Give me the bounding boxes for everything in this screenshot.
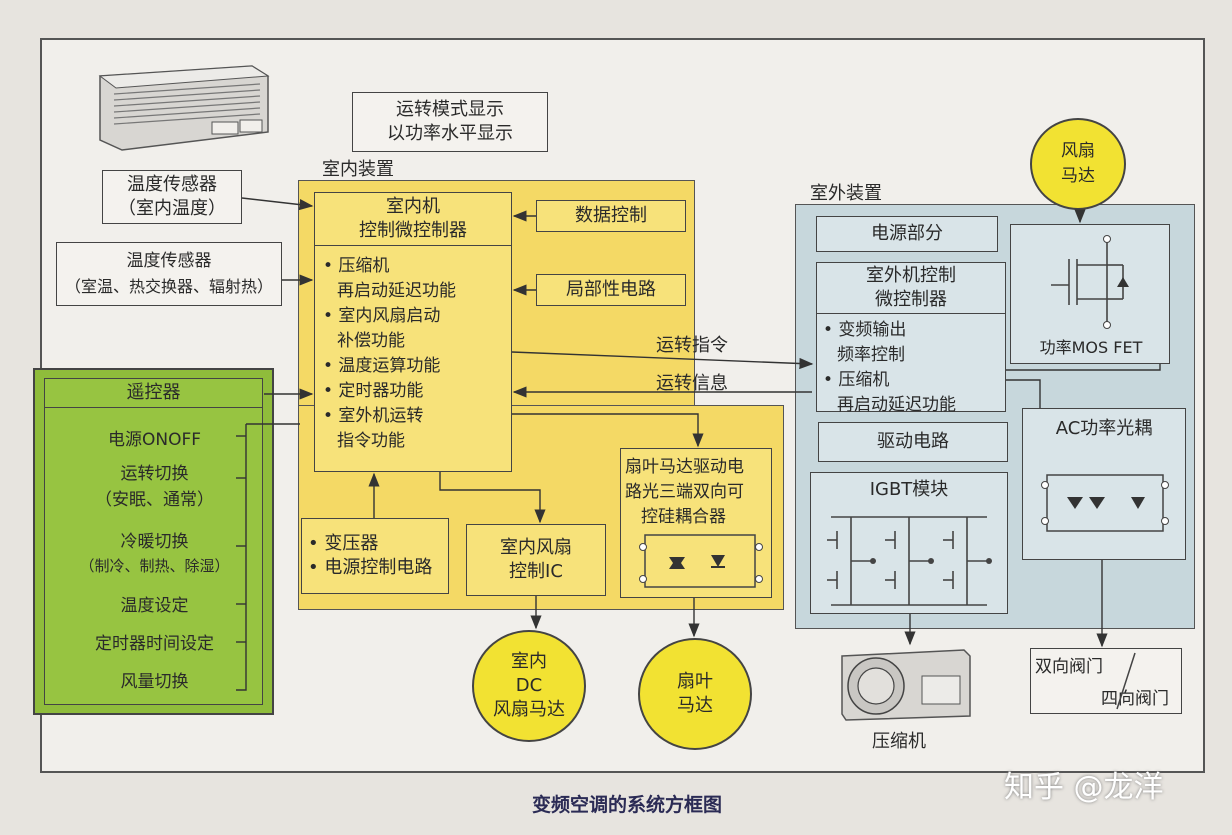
outdoor-func-1: • 变频输出 (823, 320, 907, 340)
indoor-func-4: 补偿功能 (337, 331, 405, 351)
igbt-bridge-symbol (827, 516, 992, 606)
indoor-dc-fan-motor: 室内 DC 风扇马达 (472, 630, 586, 742)
triac-line3: 控硅耦合器 (641, 507, 726, 527)
dc-fan-line2: DC (515, 675, 543, 696)
outdoor-controller-functions: • 变频输出 频率控制 • 压缩机 再启动延迟功能 (817, 314, 1005, 418)
fan-motor-top-line2: 马达 (1061, 166, 1095, 186)
remote-item-fanspeed: 风量切换 (120, 672, 189, 692)
fan-ic-line1: 室内风扇 (500, 537, 572, 558)
two-way-valve-label: 双向阀门 (1035, 657, 1103, 677)
sensor1-line1: 温度传感器 (127, 174, 217, 195)
outdoor-func-2: 频率控制 (837, 345, 905, 365)
indoor-fan-ic-box: 室内风扇 控制IC (466, 524, 606, 596)
ac-coupler-symbol (1041, 474, 1169, 532)
sensor1-line2: （室内温度） (118, 198, 226, 219)
indoor-func-6: • 定时器功能 (323, 381, 424, 401)
local-circuit-label: 局部性电路 (566, 279, 656, 300)
mosfet-box: 功率MOS FET (1010, 224, 1170, 364)
remote-item-temp: 温度设定 (120, 596, 189, 616)
outdoor-controller-line2: 微控制器 (875, 289, 947, 310)
local-circuit-box: 局部性电路 (536, 274, 686, 306)
temperature-sensor-indoor: 温度传感器 （室内温度） (102, 170, 242, 224)
indoor-func-2: 再启动延迟功能 (337, 281, 456, 301)
indoor-controller-title-line2: 控制微控制器 (359, 220, 467, 241)
remote-controller-box: 遥控器 电源ONOFF 运转切换 （安眠、通常） 冷暖切换 （制冷、制热、除湿）… (44, 378, 263, 705)
temperature-sensor-multi: 温度传感器 （室温、热交换器、辐射热） (56, 242, 282, 306)
compressor-label: 压缩机 (872, 731, 926, 752)
indoor-controller-box: 室内机 控制微控制器 • 压缩机 再启动延迟功能 • 室内风扇启动 补偿功能 •… (314, 192, 512, 472)
dc-fan-line3: 风扇马达 (493, 699, 565, 720)
triac-line2: 路光三端双向可 (625, 482, 744, 502)
sensor2-line1: 温度传感器 (126, 251, 212, 271)
data-control-label: 数据控制 (575, 205, 647, 226)
blade-motor-line1: 扇叶 (677, 671, 713, 692)
power-part-box: 电源部分 (816, 216, 998, 252)
outdoor-controller-title: 室外机控制 微控制器 (817, 263, 1005, 314)
indoor-func-8: 指令功能 (337, 431, 405, 451)
remote-item-timer: 定时器时间设定 (95, 634, 214, 654)
power-transformer-label: • 变压器 (308, 533, 379, 554)
figure-caption: 变频空调的系统方框图 (532, 794, 723, 816)
indoor-section-label: 室内装置 (322, 159, 394, 180)
triac-coupler-symbol (639, 534, 763, 588)
sensor2-line2: （室温、热交换器、辐射热） (64, 277, 273, 296)
display-note-line1: 运转模式显示 (396, 99, 504, 120)
indoor-controller-title: 室内机 控制微控制器 (315, 193, 511, 246)
valve-box: 双向阀门 四向阀门 (1030, 648, 1182, 714)
fan-motor-top-line1: 风扇 (1061, 141, 1095, 161)
indoor-func-5: • 温度运算功能 (323, 356, 441, 376)
fan-ic-line2: 控制IC (509, 561, 563, 582)
operation-info-label: 运转信息 (656, 373, 728, 394)
indoor-func-7: • 室外机运转 (323, 406, 424, 426)
blade-motor-line2: 马达 (677, 695, 713, 716)
outdoor-controller-line1: 室外机控制 (866, 265, 956, 286)
indoor-func-1: • 压缩机 (323, 256, 390, 276)
remote-item-power: 电源ONOFF (107, 430, 202, 450)
remote-title-label: 遥控器 (126, 382, 181, 403)
display-note-line2: 以功率水平显示 (387, 123, 513, 144)
mosfet-label: 功率MOS FET (1039, 338, 1143, 357)
power-supply-box: • 变压器 • 电源控制电路 (301, 518, 449, 594)
indoor-func-3: • 室内风扇启动 (323, 306, 441, 326)
dc-fan-line1: 室内 (511, 651, 547, 672)
triac-coupler-text: 扇叶马达驱动电 路光三端双向可 控硅耦合器 (621, 449, 771, 530)
remote-item-mode: 运转切换 (120, 464, 189, 484)
ac-coupler-box: AC功率光耦 (1022, 408, 1186, 560)
ac-coupler-label: AC功率光耦 (1055, 418, 1153, 439)
outdoor-section-label: 室外装置 (810, 183, 882, 204)
indoor-controller-functions: • 压缩机 再启动延迟功能 • 室内风扇启动 补偿功能 • 温度运算功能 • 定… (315, 246, 511, 454)
power-part-label: 电源部分 (871, 223, 943, 244)
igbt-module-label: IGBT模块 (869, 479, 949, 500)
outdoor-controller-box: 室外机控制 微控制器 • 变频输出 频率控制 • 压缩机 再启动延迟功能 (816, 262, 1006, 415)
valve-divider (1116, 652, 1136, 710)
data-control-box: 数据控制 (536, 200, 686, 232)
operation-command-label: 运转指令 (656, 335, 728, 356)
power-control-label: • 电源控制电路 (308, 557, 433, 578)
triac-coupler-box: 扇叶马达驱动电 路光三端双向可 控硅耦合器 (620, 448, 772, 598)
fan-motor-top: 风扇 马达 (1030, 118, 1126, 210)
igbt-module-box: IGBT模块 (810, 472, 1008, 614)
triac-line1: 扇叶马达驱动电 (625, 457, 744, 477)
remote-item-mode-detail: （安眠、通常） (95, 490, 214, 510)
blade-motor: 扇叶 马达 (638, 638, 752, 750)
drive-circuit-label: 驱动电路 (877, 431, 949, 452)
mosfet-symbol (1051, 235, 1129, 329)
drive-circuit-box: 驱动电路 (818, 422, 1008, 462)
remote-title: 遥控器 (45, 379, 262, 408)
compressor-illustration (838, 646, 972, 722)
watermark: 知乎 @龙洋 (1004, 770, 1164, 805)
display-note-box: 运转模式显示 以功率水平显示 (352, 92, 548, 152)
indoor-ac-unit-illustration (92, 62, 272, 154)
remote-item-coolheat: 冷暖切换 (120, 532, 189, 552)
outdoor-func-4: 再启动延迟功能 (837, 395, 956, 415)
remote-item-coolheat-detail: （制冷、制热、除湿） (79, 557, 230, 575)
indoor-controller-title-line1: 室内机 (386, 196, 440, 217)
outdoor-func-3: • 压缩机 (823, 370, 890, 390)
